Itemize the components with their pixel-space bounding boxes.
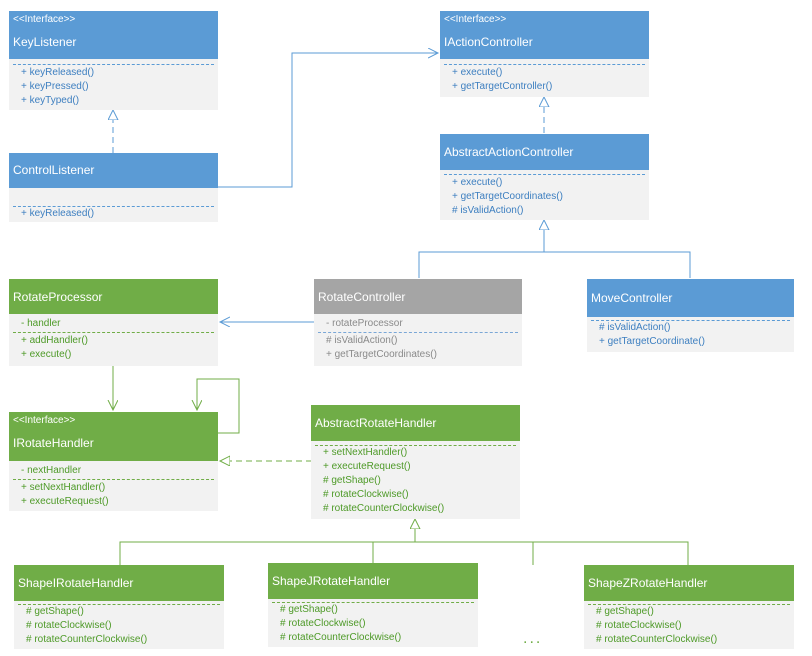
class-title: ControlListener — [13, 163, 95, 177]
class-title: ShapeIRotateHandler — [18, 576, 134, 590]
stereotype-label: <<Interface>> — [13, 415, 76, 426]
class-keylistener: <<Interface>> KeyListener + keyReleased(… — [9, 11, 218, 110]
method: # getShape() — [323, 475, 381, 486]
method: # getShape() — [26, 606, 84, 617]
method: # isValidAction() — [599, 322, 671, 333]
method: # rotateCounterClockwise() — [596, 634, 718, 645]
class-shapeirotatehandler: ShapeIRotateHandler # getShape() # rotat… — [14, 565, 224, 649]
class-title: ShapeJRotateHandler — [272, 574, 391, 588]
class-title: RotateController — [318, 290, 406, 304]
method: + keyReleased() — [21, 67, 95, 78]
method: # rotateClockwise() — [26, 620, 112, 631]
method: + executeRequest() — [21, 496, 109, 507]
class-shapezrotatehandler: ShapeZRotateHandler # getShape() # rotat… — [584, 565, 794, 649]
field: - nextHandler — [21, 465, 82, 476]
method: + setNextHandler() — [21, 482, 106, 493]
class-controllistener: ControlListener + keyReleased() — [9, 153, 218, 222]
method: + getTargetCoordinates() — [452, 191, 563, 202]
method: + execute() — [21, 349, 72, 360]
class-title: IRotateHandler — [13, 436, 94, 450]
class-title: MoveController — [591, 291, 673, 305]
class-rotateprocessor: RotateProcessor - handler + addHandler()… — [9, 279, 218, 366]
method: # getShape() — [280, 604, 338, 615]
method: # rotateCounterClockwise() — [26, 634, 148, 645]
field: - rotateProcessor — [326, 318, 403, 329]
ellipsis-more-handlers: ... — [523, 630, 543, 647]
class-title: ShapeZRotateHandler — [588, 576, 708, 590]
method: # rotateCounterClockwise() — [323, 503, 445, 514]
method: + execute() — [452, 177, 503, 188]
method: # getShape() — [596, 606, 654, 617]
method: + getTargetCoordinates() — [326, 349, 437, 360]
method: + getTargetCoordinate() — [599, 336, 705, 347]
class-abstractrotatehandler: AbstractRotateHandler + setNextHandler()… — [311, 405, 520, 519]
stereotype-label: <<Interface>> — [444, 14, 507, 25]
method: # isValidAction() — [326, 335, 398, 346]
method: + keyReleased() — [21, 208, 95, 219]
association-controllistener-iactioncontroller — [218, 53, 438, 188]
method: + keyTyped() — [21, 95, 80, 106]
class-shapejrotatehandler: ShapeJRotateHandler # getShape() # rotat… — [268, 563, 478, 647]
method: + setNextHandler() — [323, 447, 408, 458]
method: + addHandler() — [21, 335, 88, 346]
method: + keyPressed() — [21, 81, 89, 92]
method: + execute() — [452, 67, 503, 78]
class-movecontroller: MoveController # isValidAction() + getTa… — [587, 279, 794, 352]
class-title: AbstractRotateHandler — [315, 416, 437, 430]
method: + getTargetController() — [452, 81, 553, 92]
method: # rotateClockwise() — [323, 489, 409, 500]
class-irotatehandler: <<Interface>> IRotateHandler - nextHandl… — [9, 412, 218, 511]
method: + executeRequest() — [323, 461, 411, 472]
class-title: IActionController — [444, 35, 533, 49]
method: # rotateCounterClockwise() — [280, 632, 402, 643]
generalization-shape-handlers — [119, 532, 689, 565]
method: # rotateClockwise() — [596, 620, 682, 631]
self-association-irotatehandler — [197, 378, 240, 434]
class-iactioncontroller: <<Interface>> IActionController + execut… — [440, 11, 649, 97]
generalization-controllers — [418, 220, 691, 278]
class-rotatecontroller: RotateController - rotateProcessor # isV… — [314, 279, 522, 366]
class-title: KeyListener — [13, 35, 77, 49]
class-abstractactioncontroller: AbstractActionController + execute() + g… — [440, 134, 649, 220]
method: # rotateClockwise() — [280, 618, 366, 629]
field: - handler — [21, 318, 61, 329]
class-title: RotateProcessor — [13, 290, 103, 304]
method: # isValidAction() — [452, 205, 524, 216]
stereotype-label: <<Interface>> — [13, 14, 76, 25]
class-title: AbstractActionController — [444, 145, 574, 159]
